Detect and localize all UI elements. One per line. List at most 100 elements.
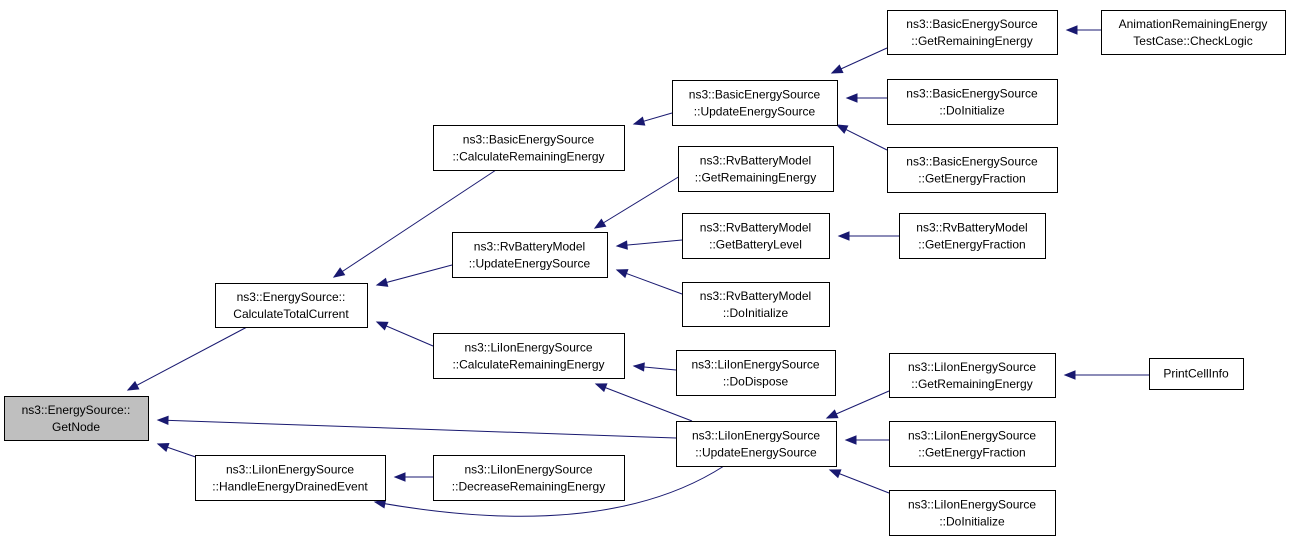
call-edge-n4-n1 — [375, 264, 453, 287]
node-label-line2: ::GetRemainingEnergy — [911, 377, 1032, 391]
function-node-n16[interactable]: ns3::RvBatteryModel::GetEnergyFraction — [899, 213, 1046, 259]
node-label-line1: AnimationRemainingEnergy — [1119, 17, 1268, 31]
edge-arrowhead — [593, 218, 607, 229]
node-label-line1: ns3::RvBatteryModel — [700, 221, 811, 235]
edge-arrowhead — [845, 93, 858, 103]
node-label-line1: ns3::BasicEnergySource — [463, 133, 595, 147]
function-node-n3[interactable]: ns3::BasicEnergySource::CalculateRemaini… — [433, 125, 625, 171]
node-label-line2: ::GetEnergyFraction — [918, 446, 1025, 460]
node-label-line2: ::GetRemainingEnergy — [911, 34, 1032, 48]
function-node-n5[interactable]: ns3::LiIonEnergySource::CalculateRemaini… — [433, 333, 625, 379]
node-label-line2: ::DecreaseRemainingEnergy — [452, 480, 605, 494]
node-box[interactable] — [889, 421, 1056, 467]
node-box[interactable] — [678, 146, 834, 192]
node-label-line2: ::DoInitialize — [939, 104, 1005, 118]
function-node-n6[interactable]: ns3::LiIonEnergySource::DecreaseRemainin… — [433, 455, 625, 501]
edge-line — [157, 419, 677, 439]
node-label-line1: ns3::RvBatteryModel — [700, 289, 811, 303]
node-box[interactable] — [4, 396, 149, 441]
node-box[interactable] — [1149, 358, 1244, 390]
node-box[interactable] — [672, 80, 838, 126]
node-label-line2: ::GetEnergyFraction — [918, 238, 1025, 252]
call-edge-n21-n17 — [1063, 370, 1149, 380]
node-box[interactable] — [887, 147, 1058, 193]
node-label-line1: ns3::EnergySource:: — [237, 290, 346, 304]
function-node-n1[interactable]: ns3::EnergySource::CalculateTotalCurrent — [215, 283, 368, 328]
function-node-n7[interactable]: ns3::BasicEnergySource::UpdateEnergySour… — [672, 80, 838, 126]
function-node-n4[interactable]: ns3::RvBatteryModel::UpdateEnergySource — [452, 232, 608, 278]
node-box[interactable] — [215, 283, 368, 328]
edge-line — [616, 269, 683, 295]
node-box[interactable] — [195, 455, 386, 501]
edge-arrowhead — [126, 380, 140, 391]
node-label-line1: ns3::LiIonEnergySource — [226, 463, 354, 477]
node-label-line2: GetNode — [52, 420, 100, 434]
node-box[interactable] — [887, 79, 1058, 125]
function-node-n12[interactable]: ns3::LiIonEnergySource::UpdateEnergySour… — [676, 421, 837, 467]
function-node-n21[interactable]: PrintCellInfo — [1149, 358, 1244, 390]
node-box[interactable] — [433, 333, 625, 379]
node-box[interactable] — [433, 125, 625, 171]
node-label-line2: CalculateTotalCurrent — [233, 307, 349, 321]
call-edge-n13-n7 — [830, 47, 888, 74]
call-edge-n11-n5 — [632, 362, 677, 372]
node-box[interactable] — [887, 10, 1058, 55]
node-label-line2: ::CalculateRemainingEnergy — [452, 150, 604, 164]
node-label-line2: ::GetBatteryLevel — [709, 238, 802, 252]
edge-arrowhead — [156, 442, 170, 452]
node-label-line1: ns3::LiIonEnergySource — [464, 463, 592, 477]
edge-line — [595, 383, 693, 422]
root-node-n0[interactable]: ns3::EnergySource::GetNode — [4, 396, 149, 441]
call-edge-n18-n12 — [844, 435, 889, 445]
node-box[interactable] — [452, 232, 608, 278]
node-box[interactable] — [1101, 10, 1286, 55]
edge-arrowhead — [615, 240, 628, 250]
function-node-n11[interactable]: ns3::LiIonEnergySource::DoDispose — [676, 350, 836, 396]
node-label-line1: ns3::LiIonEnergySource — [464, 341, 592, 355]
node-label-line1: ns3::EnergySource:: — [22, 403, 131, 417]
edge-arrowhead — [375, 277, 389, 287]
edge-arrowhead — [156, 415, 169, 426]
function-node-n13[interactable]: ns3::BasicEnergySource::GetRemainingEner… — [887, 10, 1058, 55]
call-edge-n19-n12 — [828, 469, 890, 494]
edge-arrowhead — [632, 362, 645, 372]
node-label-line2: ::UpdateEnergySource — [695, 446, 817, 460]
node-label-line1: ns3::LiIonEnergySource — [691, 358, 819, 372]
function-node-n14[interactable]: ns3::BasicEnergySource::DoInitialize — [887, 79, 1058, 125]
function-node-n2[interactable]: ns3::LiIonEnergySource::HandleEnergyDrai… — [195, 455, 386, 501]
node-label-line1: ns3::LiIonEnergySource — [908, 498, 1036, 512]
function-node-n9[interactable]: ns3::RvBatteryModel::GetBatteryLevel — [682, 213, 830, 259]
function-node-n17[interactable]: ns3::LiIonEnergySource::GetRemainingEner… — [889, 353, 1056, 398]
node-label-line2: ::CalculateRemainingEnergy — [452, 358, 604, 372]
node-box[interactable] — [433, 455, 625, 501]
function-node-n20[interactable]: AnimationRemainingEnergyTestCase::CheckL… — [1101, 10, 1286, 55]
node-box[interactable] — [682, 282, 830, 327]
function-node-n10[interactable]: ns3::RvBatteryModel::DoInitialize — [682, 282, 830, 327]
edge-arrowhead — [844, 435, 857, 445]
node-label-line1: ns3::BasicEnergySource — [906, 87, 1038, 101]
node-label-line2: TestCase::CheckLogic — [1133, 34, 1252, 48]
node-box[interactable] — [676, 350, 836, 396]
node-box[interactable] — [676, 421, 837, 467]
edge-arrowhead — [1065, 25, 1078, 35]
nodes-layer: ns3::EnergySource::GetNodens3::EnergySou… — [4, 10, 1286, 536]
node-label-line2: ::GetEnergyFraction — [918, 172, 1025, 186]
node-label-line1: ns3::BasicEnergySource — [906, 155, 1038, 169]
edge-arrowhead — [615, 269, 629, 279]
node-label-line1: ns3::BasicEnergySource — [906, 17, 1038, 31]
function-node-n19[interactable]: ns3::LiIonEnergySource::DoInitialize — [889, 490, 1056, 536]
function-node-n15[interactable]: ns3::BasicEnergySource::GetEnergyFractio… — [887, 147, 1058, 193]
edge-arrowhead — [332, 267, 346, 278]
node-box[interactable] — [889, 490, 1056, 536]
edge-line — [826, 390, 890, 419]
node-label-line2: ::UpdateEnergySource — [694, 105, 816, 119]
function-node-n18[interactable]: ns3::LiIonEnergySource::GetEnergyFractio… — [889, 421, 1056, 467]
node-box[interactable] — [889, 353, 1056, 398]
edge-line — [127, 326, 248, 391]
node-box[interactable] — [682, 213, 830, 259]
function-node-n8[interactable]: ns3::RvBatteryModel::GetRemainingEnergy — [678, 146, 834, 192]
node-box[interactable] — [899, 213, 1046, 259]
node-label-line2: ::DoInitialize — [723, 306, 789, 320]
edge-arrowhead — [830, 64, 844, 74]
